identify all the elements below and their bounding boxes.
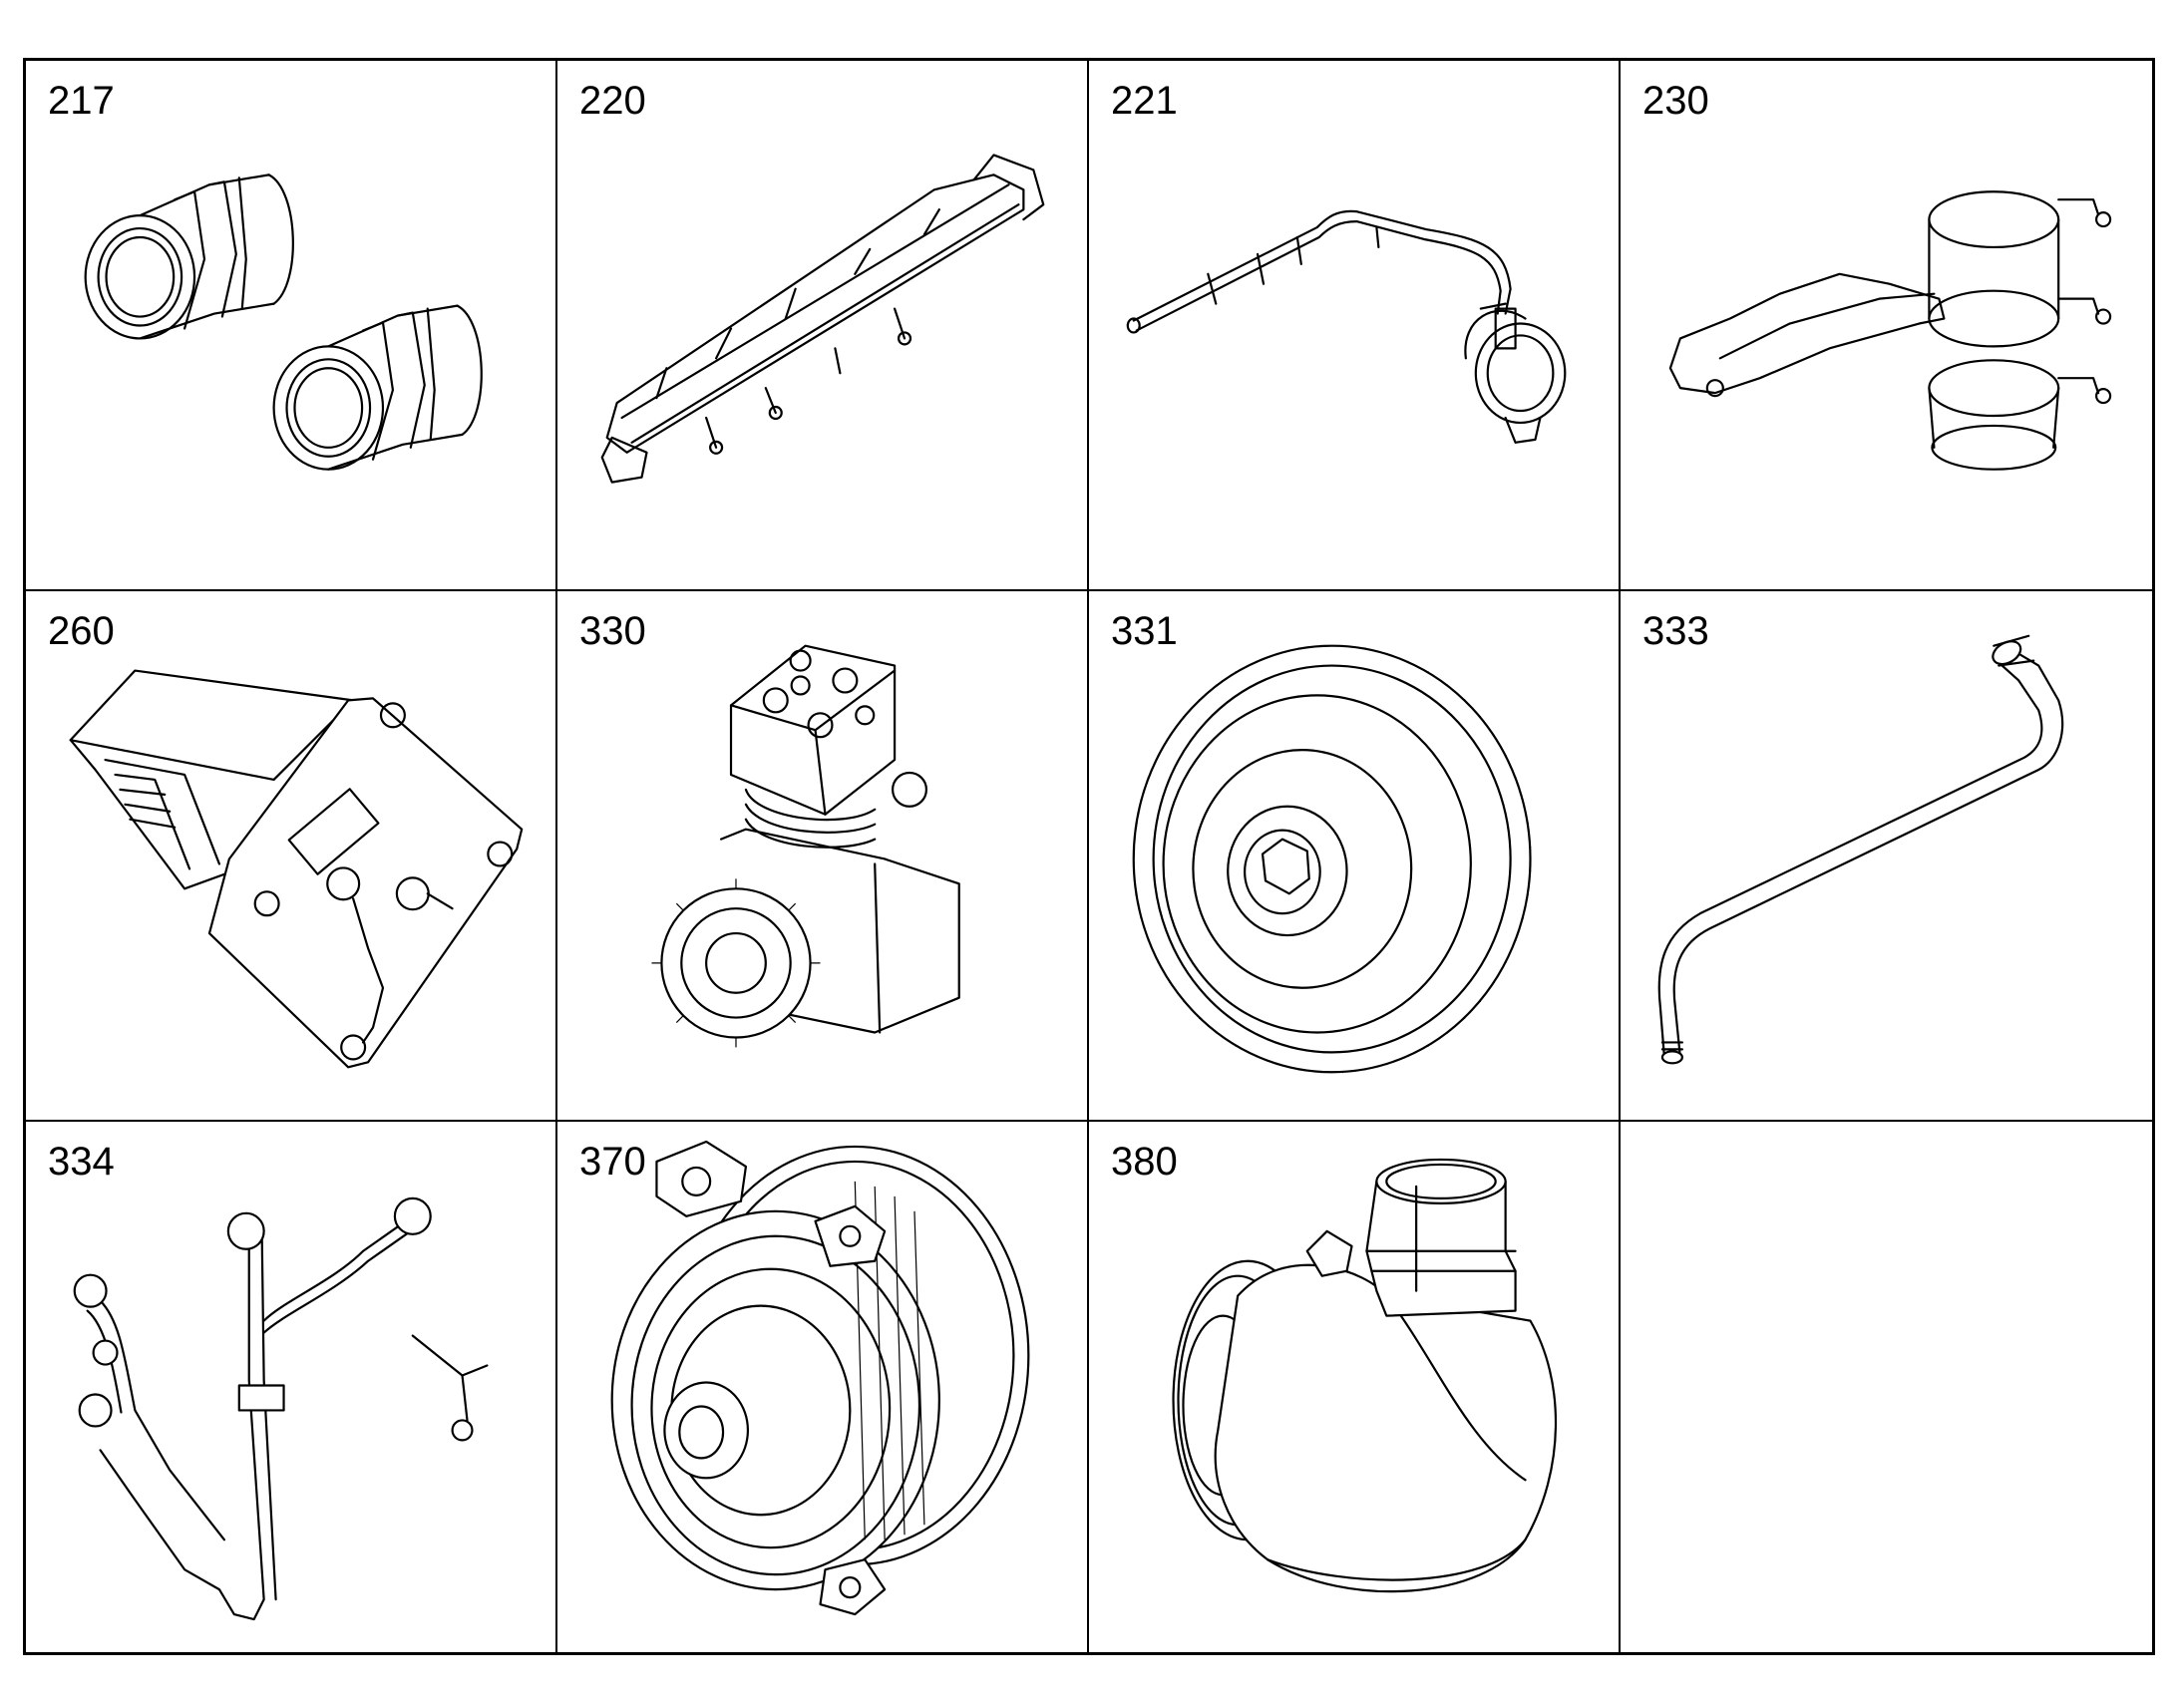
part-number: 260 [48,609,115,653]
part-cell-330[interactable]: 330 [557,591,1089,1122]
empty-cell [1621,1122,2152,1652]
parts-grid: 217 220 [23,58,2155,1655]
part-cell-217[interactable]: 217 [26,61,557,591]
part-number: 333 [1642,609,1709,653]
bracket-with-hose-clamps-icon [1621,61,2152,589]
idler-gear-icon [1089,591,1619,1120]
coolant-pump-icon [557,1122,1087,1652]
part-number: 334 [48,1140,115,1184]
part-cell-331[interactable]: 331 [1089,591,1621,1122]
part-number: 230 [1642,79,1709,123]
part-cell-334[interactable]: 334 [26,1122,557,1652]
thermostat-housing-icon [1089,1122,1619,1652]
part-number: 220 [579,79,646,123]
part-cell-380[interactable]: 380 [1089,1122,1621,1652]
part-number: 221 [1111,79,1178,123]
pipe-with-clamp-icon [1089,61,1619,589]
control-unit-on-bracket-icon [26,591,555,1120]
inlet-manifold-frame-icon [557,61,1087,589]
part-cell-370[interactable]: 370 [557,1122,1089,1652]
part-number: 370 [579,1140,646,1184]
part-cell-333[interactable]: 333 [1621,591,2152,1122]
part-cell-260[interactable]: 260 [26,591,557,1122]
part-number: 380 [1111,1140,1178,1184]
part-cell-230[interactable]: 230 [1621,61,2152,591]
part-number: 330 [579,609,646,653]
part-number: 331 [1111,609,1178,653]
pipe-harness-icon [26,1122,555,1652]
air-compressor-icon [557,591,1087,1120]
part-number: 217 [48,79,115,123]
bent-pipe-icon [1621,591,2152,1120]
part-cell-221[interactable]: 221 [1089,61,1621,591]
part-cell-220[interactable]: 220 [557,61,1089,591]
threaded-union-fittings-icon [26,61,555,589]
